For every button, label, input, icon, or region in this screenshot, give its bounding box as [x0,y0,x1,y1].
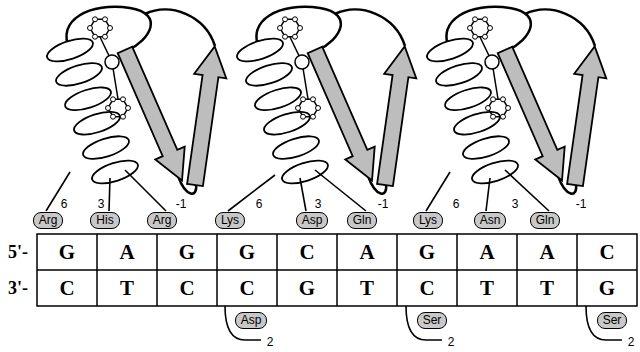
strand-end-label: 5'- [8,241,28,263]
residue-name: Ser [423,313,442,327]
backbone-loops [225,306,622,340]
residue-pill: Ser2 [417,312,448,329]
residue-name: Gln [536,213,555,227]
base-letter: C [419,276,434,300]
residue-pill: 6Lys [215,212,245,229]
leader-lines [46,170,549,211]
base-letter: T [360,276,374,300]
base-letter: G [179,240,195,264]
position-number: 3 [512,197,519,211]
base-letter: A [539,240,554,264]
base-letter: C [59,276,74,300]
residue-name: Gln [353,213,372,227]
residue-pill: Asp2 [235,312,268,329]
residue-name: Arg [39,213,58,227]
residue-pill: 6Arg [33,212,64,229]
residue-pill: 3His [90,212,119,229]
leader-line [315,170,366,211]
position-number: 3 [98,197,105,211]
residue-pill: -1Arg [147,212,178,229]
residue-pill: 3Asn [474,212,507,229]
leader-line [228,175,275,211]
strand-end-label: 3'- [8,277,28,299]
leader-line [486,178,490,211]
residue-name: Ser [603,313,622,327]
position-number: 6 [61,197,68,211]
residue-name: Asp [302,213,323,227]
cell-divider [336,234,338,306]
cell-divider [276,234,278,306]
position-number: 2 [448,335,455,349]
residue-pill: -1Gln [347,212,378,229]
zinc-finger-figure [424,7,606,194]
position-number: -1 [176,197,187,211]
position-number: 2 [628,335,635,349]
base-letter: A [479,240,494,264]
position-number: 2 [267,335,274,349]
cell-divider [96,234,98,306]
base-letter: C [239,276,254,300]
base-letter: A [119,240,134,264]
cell-divider [396,234,398,306]
base-letter: G [599,276,615,300]
residue-name: His [96,213,113,227]
residue-name: Asn [480,213,501,227]
residue-name: Lys [419,213,437,227]
zinc-finger-figure [44,7,226,194]
leader-line [426,172,450,211]
cell-divider [216,234,218,306]
cell-divider [576,234,578,306]
position-number: 6 [256,197,263,211]
dna-table-border [37,234,637,306]
base-letter: T [120,276,134,300]
residue-name: Arg [153,213,172,227]
residue-name: Lys [221,213,239,227]
leader-line [109,178,110,211]
leader-line [125,170,166,211]
residue-pill: 6Lys [413,212,443,229]
cell-divider [156,234,158,306]
leader-line [46,172,70,211]
residue-pill: Ser2 [597,312,628,329]
base-letter: C [599,240,614,264]
base-letter: T [480,276,494,300]
base-letter: G [419,240,435,264]
cell-divider [456,234,458,306]
residue-pill: -1Gln [530,212,561,229]
position-number: 3 [315,197,322,211]
base-letter: G [59,240,75,264]
residue-name: Asp [241,313,262,327]
base-letter: G [239,240,255,264]
zinc-finger-figure [234,7,416,194]
position-number: 6 [453,197,460,211]
base-letter: C [299,240,314,264]
base-letter: A [359,240,374,264]
base-letter: T [540,276,554,300]
cell-divider [516,234,518,306]
residue-pill: 3Asp [296,212,329,229]
base-letter: G [299,276,315,300]
leader-line [505,170,549,211]
position-number: -1 [576,197,587,211]
position-number: -1 [378,197,389,211]
leader-line [300,178,306,211]
dna-table [37,234,637,306]
base-letter: C [179,276,194,300]
